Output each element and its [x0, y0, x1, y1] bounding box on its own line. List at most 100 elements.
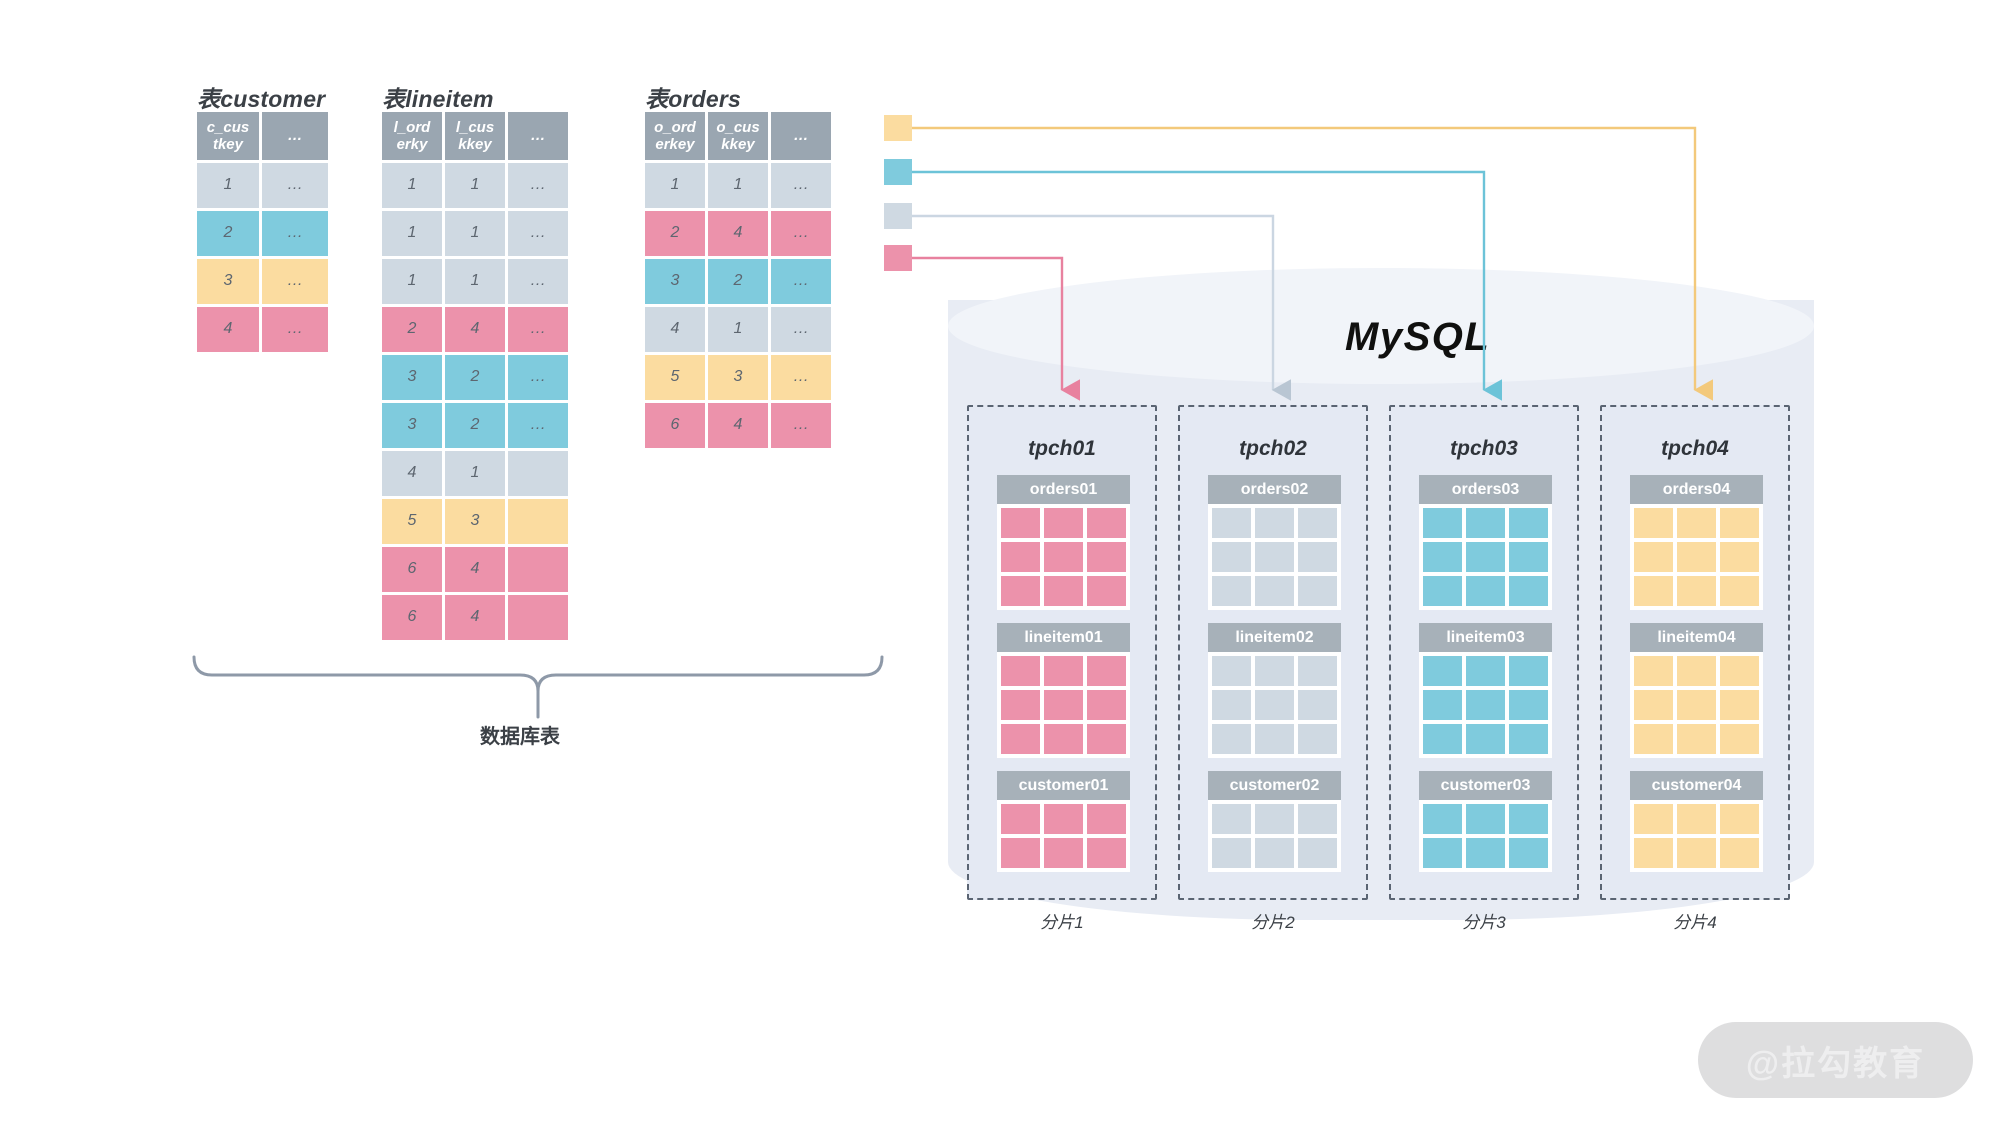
tables-group-brace: [192, 655, 884, 719]
shard-caption-3: 分片3: [1462, 913, 1506, 932]
shard-db-name: tpch03: [1450, 437, 1518, 460]
source-table-cell: [508, 547, 568, 592]
shard-table-cell: [1634, 690, 1673, 720]
shard-table-cell: [1212, 542, 1251, 572]
source-table-cell: 1: [445, 259, 505, 304]
shard-table-name: lineitem04: [1630, 623, 1763, 652]
source-table-cell: 1: [445, 163, 505, 208]
shard-table-cell: [1509, 724, 1548, 754]
shard-table-cell: [1212, 804, 1251, 834]
shard-table-lineitem01[interactable]: lineitem01: [997, 623, 1130, 758]
shard-table-cell: [1677, 838, 1716, 868]
source-table-cell: 4: [708, 403, 768, 448]
source-table-cell: …: [771, 403, 831, 448]
source-table-cell: [508, 499, 568, 544]
shard-table-cell: [1087, 804, 1126, 834]
shard-table-cell: [1466, 804, 1505, 834]
shard-table-cell: [1298, 508, 1337, 538]
source-table-title-customer: 表customer: [197, 86, 326, 112]
shard-table-cell: [1255, 508, 1294, 538]
shard-table-orders04[interactable]: orders04: [1630, 475, 1763, 610]
shard-table-cell: [1255, 804, 1294, 834]
shard-table-cell: [1466, 508, 1505, 538]
mysql-cylinder-top: [948, 268, 1814, 384]
source-table-cell: 1: [708, 307, 768, 352]
source-table-cell: …: [508, 307, 568, 352]
source-column-header: l_cus kkey: [445, 112, 505, 160]
source-table-cell: 2: [197, 211, 259, 256]
shard-table-cell: [1001, 542, 1040, 572]
shard-table-cell: [1087, 690, 1126, 720]
watermark: @拉勾教育: [1698, 1022, 1973, 1098]
shard-table-cell-grid: [1208, 652, 1341, 758]
source-table-cell: 4: [382, 451, 442, 496]
shard-table-cell: [1677, 804, 1716, 834]
shard-table-orders01[interactable]: orders01: [997, 475, 1130, 610]
shard-table-cell-grid: [1630, 800, 1763, 872]
shard-table-cell: [1044, 690, 1083, 720]
source-table-cell: [508, 595, 568, 640]
source-table-cell: …: [508, 259, 568, 304]
shard-table-customer03[interactable]: customer03: [1419, 771, 1552, 872]
legend-chip-gold: [884, 115, 912, 141]
shard-table-name: orders03: [1419, 475, 1552, 504]
shard-table-cell: [1720, 724, 1759, 754]
source-table-cell: …: [262, 163, 328, 208]
shard-table-cell: [1677, 576, 1716, 606]
source-table-cell: 6: [645, 403, 705, 448]
shard-table-name: orders02: [1208, 475, 1341, 504]
shard-table-cell: [1255, 576, 1294, 606]
source-table-cell: 4: [197, 307, 259, 352]
source-table-row: 2…: [197, 211, 328, 256]
shard-table-cell: [1720, 838, 1759, 868]
shard-table-orders02[interactable]: orders02: [1208, 475, 1341, 610]
shard-table-lineitem04[interactable]: lineitem04: [1630, 623, 1763, 758]
shard-table-cell-grid: [997, 800, 1130, 872]
shard-table-cell: [1212, 724, 1251, 754]
shard-table-cell: [1466, 576, 1505, 606]
shard-table-cell: [1466, 838, 1505, 868]
shard-table-cell-grid: [997, 652, 1130, 758]
shard-table-cell: [1423, 690, 1462, 720]
shard-table-lineitem03[interactable]: lineitem03: [1419, 623, 1552, 758]
shard-table-lineitem02[interactable]: lineitem02: [1208, 623, 1341, 758]
shard-table-name: orders04: [1630, 475, 1763, 504]
source-table-cell: …: [771, 211, 831, 256]
source-table-cell: 1: [445, 211, 505, 256]
shard-table-cell: [1212, 690, 1251, 720]
shard-table-customer04[interactable]: customer04: [1630, 771, 1763, 872]
shard-container-tpch03[interactable]: tpch03 orders03 lineitem03 customer03: [1389, 405, 1579, 900]
wire-cyan-to-tpch03: [912, 170, 1502, 401]
source-table-cell: 5: [382, 499, 442, 544]
shard-table-name: customer01: [997, 771, 1130, 800]
shard-table-cell: [1634, 724, 1673, 754]
shard-table-customer01[interactable]: customer01: [997, 771, 1130, 872]
source-column-header: …: [771, 112, 831, 160]
shard-table-cell-grid: [1208, 504, 1341, 610]
source-column-header: o_cus kkey: [708, 112, 768, 160]
source-table-cell: 1: [382, 211, 442, 256]
legend-chip-grey: [884, 203, 912, 229]
shard-table-orders03[interactable]: orders03: [1419, 475, 1552, 610]
source-table-cell: 2: [445, 403, 505, 448]
shard-table-cell: [1466, 690, 1505, 720]
shard-table-cell: [1255, 724, 1294, 754]
shard-table-cell-grid: [1419, 652, 1552, 758]
shard-table-cell: [1298, 576, 1337, 606]
shard-table-cell: [1466, 656, 1505, 686]
shard-table-cell: [1298, 724, 1337, 754]
shard-table-cell: [1001, 690, 1040, 720]
source-table-cell: 4: [445, 307, 505, 352]
shard-table-cell: [1298, 690, 1337, 720]
source-table-cell: 1: [382, 163, 442, 208]
shard-table-customer02[interactable]: customer02: [1208, 771, 1341, 872]
shard-table-cell: [1634, 656, 1673, 686]
